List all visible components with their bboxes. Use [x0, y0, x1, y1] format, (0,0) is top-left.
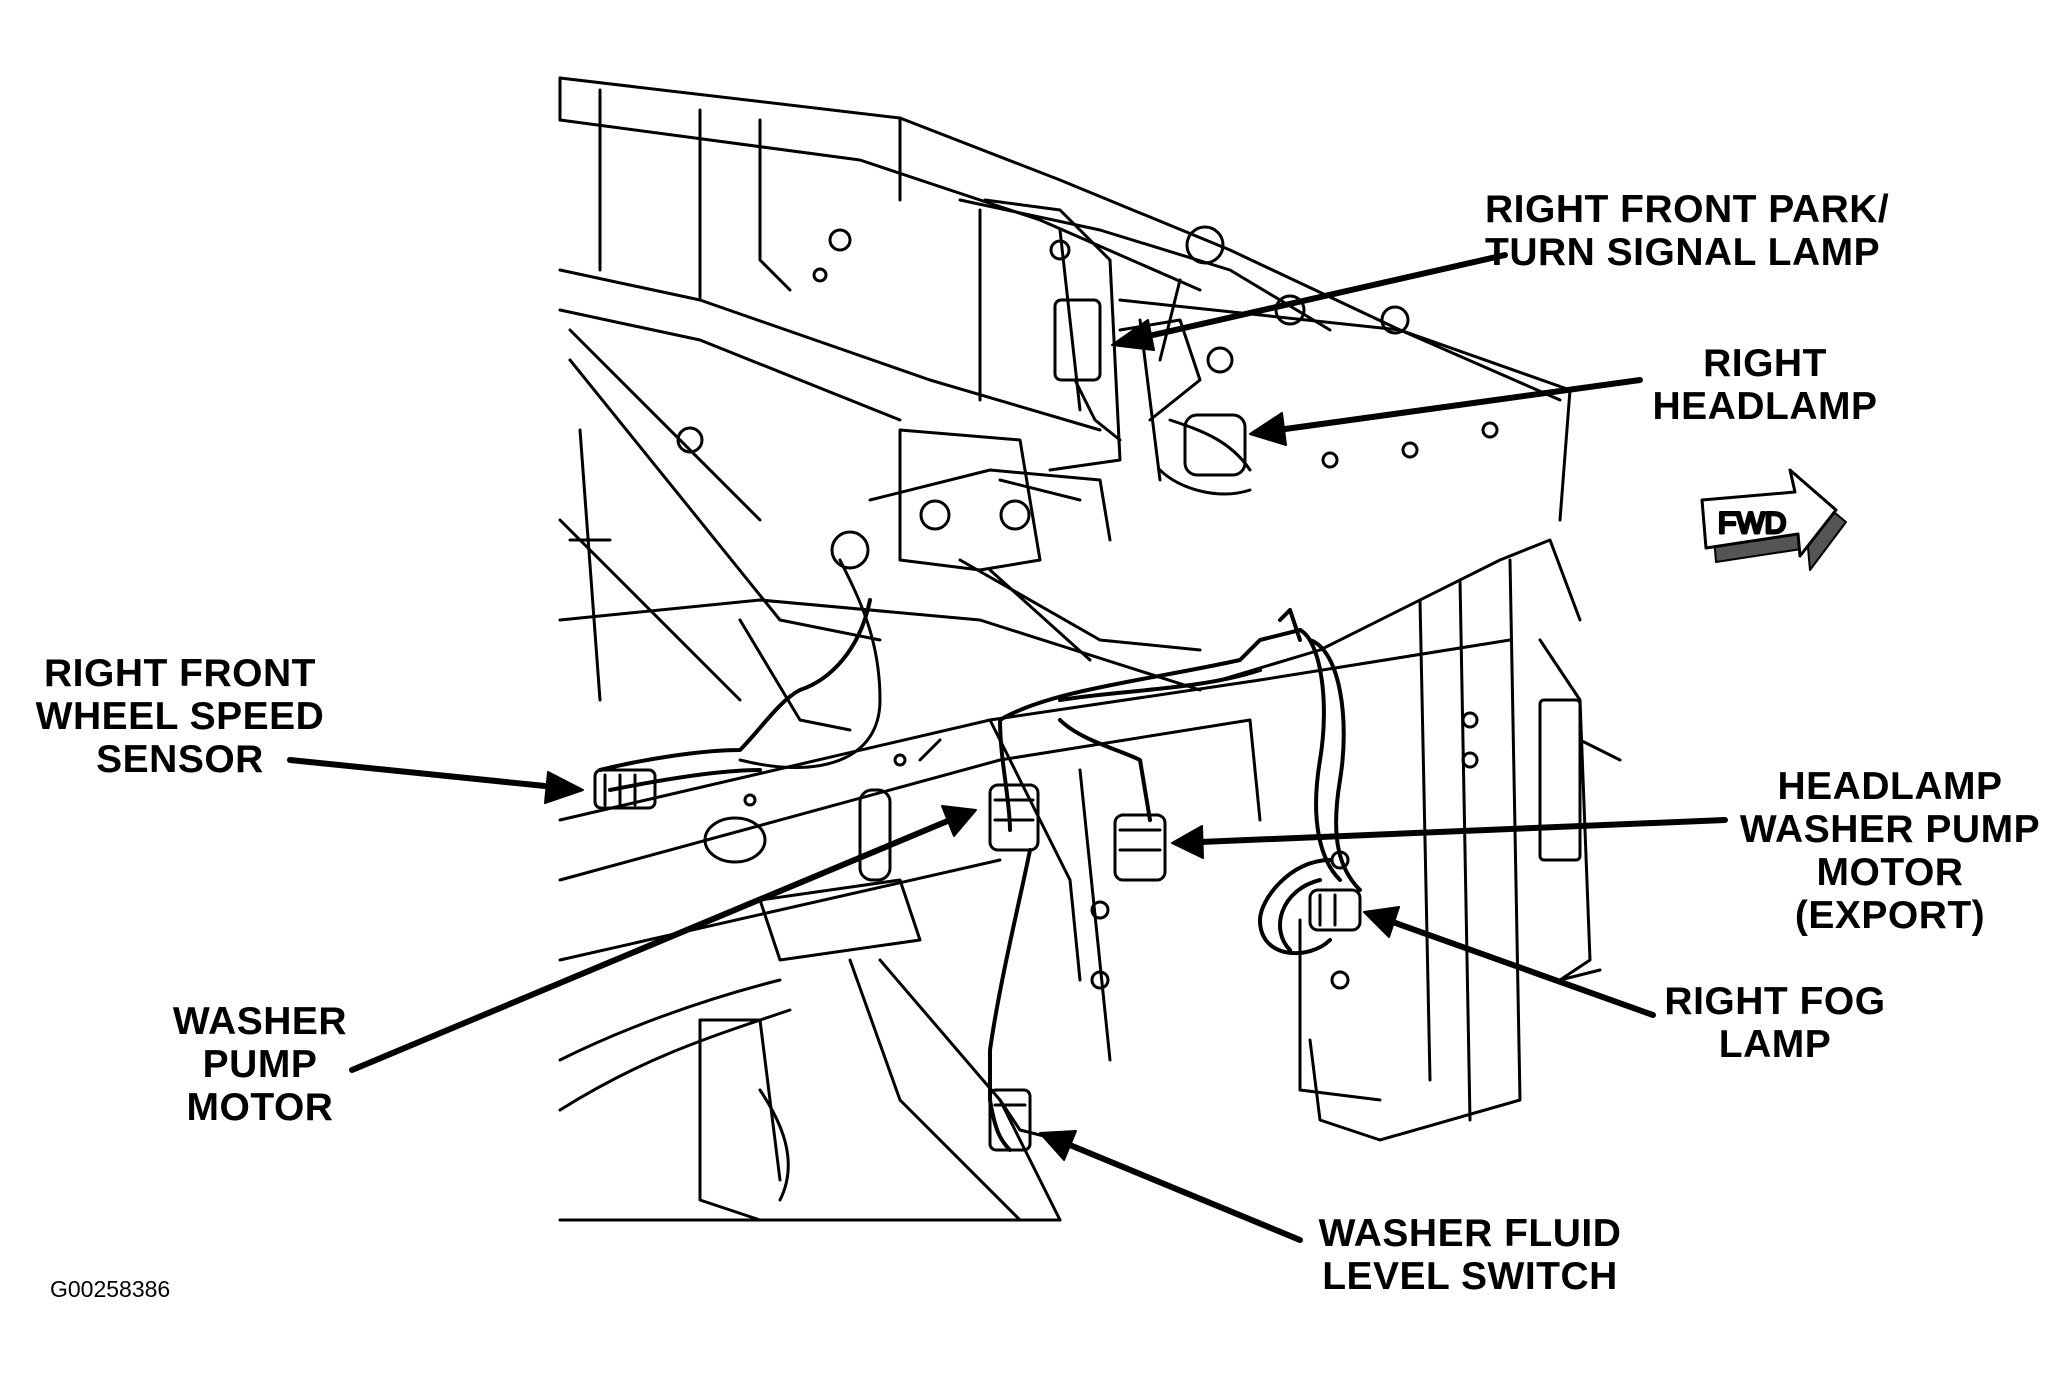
callout-washer-fluid-switch: WASHER FLUID LEVEL SWITCH: [1300, 1212, 1640, 1298]
bracket-hole-icon: [999, 499, 1031, 531]
callout-line: MOTOR: [186, 1086, 334, 1129]
rivet-icon: [1481, 421, 1499, 439]
wheel-speed-connector: [593, 768, 657, 810]
panel-slot: [1538, 698, 1582, 862]
washer-pump-connector: [988, 783, 1040, 852]
callout-park-turn-lamp: RIGHT FRONT PARK/ TURN SIGNAL LAMP: [1485, 188, 1889, 274]
panel-oval-slot: [858, 788, 892, 882]
callout-line: PUMP: [202, 1043, 318, 1086]
rivet-icon: [1090, 900, 1110, 920]
park-lamp-connector: [1053, 298, 1102, 382]
rivet-icon: [743, 793, 757, 807]
arrow-wheel-speed-sensor: [287, 757, 584, 804]
arrow-headlamp-washer-pump: [1171, 817, 1728, 859]
callout-line: LEVEL SWITCH: [1322, 1255, 1618, 1298]
callout-line: HEADLAMP: [1652, 385, 1878, 428]
bolt-hole-icon: [812, 267, 828, 283]
fwd-label: FWD: [1718, 507, 1786, 540]
connectors: [593, 768, 1362, 1152]
rivet-icon: [1401, 441, 1419, 459]
callout-line: SENSOR: [96, 738, 264, 781]
callout-line: HEADLAMP: [1777, 765, 2003, 808]
rivet-icon: [1090, 970, 1110, 990]
arrow-headlamp: [1249, 377, 1643, 446]
callout-line: WASHER: [172, 1000, 348, 1043]
rivet-icon: [1461, 711, 1479, 729]
lower-frame: [558, 878, 1062, 1222]
leader-arrows: [287, 252, 1728, 1243]
fog-lamp-connector: [1308, 888, 1362, 932]
callout-headlamp: RIGHT HEADLAMP: [1650, 342, 1880, 428]
rivet-icon: [1321, 451, 1339, 469]
inner-fender-panel: [558, 538, 1622, 1142]
callout-line: (EXPORT): [1794, 894, 1986, 937]
callout-line: WASHER PUMP: [1739, 808, 2041, 851]
callout-line: TURN SIGNAL LAMP: [1485, 231, 1881, 274]
callout-line: WASHER FLUID: [1318, 1212, 1622, 1255]
callout-fog-lamp: RIGHT FOG LAMP: [1650, 980, 1900, 1066]
arrow-washer-fluid-switch: [1039, 1130, 1303, 1243]
arrow-fog-lamp: [1363, 906, 1656, 1018]
lamp-bracket: [983, 198, 1252, 496]
panel-oval-hole: [703, 816, 767, 864]
callout-line: RIGHT: [1703, 342, 1827, 385]
grommet-icon: [676, 426, 704, 454]
callout-washer-pump-motor: WASHER PUMP MOTOR: [150, 1000, 370, 1129]
callout-line: RIGHT FRONT PARK/: [1485, 188, 1890, 231]
headlamp-washer-connector: [1113, 813, 1167, 882]
arrow-park-turn-lamp: [1111, 252, 1508, 351]
arrow-washer-pump-motor: [349, 805, 977, 1073]
rivet-icon: [893, 753, 907, 767]
headlamp-connector: [1183, 413, 1247, 477]
mount-bracket: [868, 428, 1202, 662]
bolt-hole-icon: [1049, 239, 1071, 261]
callout-line: WHEEL SPEED: [35, 695, 325, 738]
callout-line: RIGHT FOG: [1664, 980, 1886, 1023]
bracket-hole-icon: [919, 499, 951, 531]
mount-boss-icon: [1185, 225, 1225, 265]
fwd-direction-badge: FWD: [1700, 468, 1847, 571]
wheel-house: [558, 328, 1202, 769]
bolt-hole-icon: [1206, 346, 1234, 374]
callout-line: MOTOR: [1816, 851, 1964, 894]
fwd-arrow-icon: [1700, 468, 1838, 558]
bolt-hole-icon: [828, 228, 852, 252]
figure-id: G00258386: [50, 1276, 171, 1302]
grommet-icon: [830, 530, 870, 570]
callout-wheel-speed-sensor: RIGHT FRONT WHEEL SPEED SENSOR: [30, 652, 330, 781]
fluid-switch-connector: [988, 1088, 1032, 1152]
rivet-icon: [1330, 970, 1350, 990]
rivet-icon: [1461, 751, 1479, 769]
callout-line: RIGHT FRONT: [44, 652, 316, 695]
callout-line: LAMP: [1718, 1023, 1832, 1066]
bolt-hole-icon: [1380, 305, 1410, 335]
callout-headlamp-washer-pump: HEADLAMP WASHER PUMP MOTOR (EXPORT): [1725, 765, 2055, 937]
wiring-harness: [598, 598, 1362, 1152]
